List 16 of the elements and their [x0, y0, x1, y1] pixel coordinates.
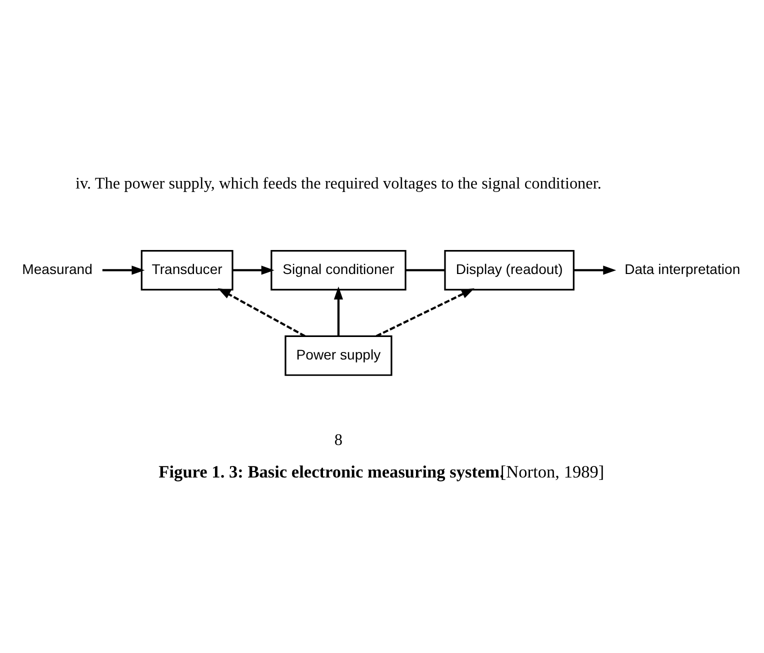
connector [406, 268, 445, 271]
arrow [218, 288, 306, 337]
arrow [574, 265, 616, 274]
arrow [334, 286, 344, 336]
caption: Figure 1. 3: Basic electronic measuring system.[Norton, 1989] [158, 462, 604, 482]
label: iv. The power supply, which feeds the required voltages to the signal conditioner. [76, 174, 602, 192]
arrow [376, 288, 474, 337]
node-text: Data interpretation [624, 260, 740, 276]
label: 8 [334, 430, 343, 448]
node-box: Signal conditioner [270, 249, 406, 290]
arrow [232, 265, 274, 274]
node-box: Transducer [140, 249, 234, 290]
arrow [102, 265, 145, 274]
node-box: Display (readout) [444, 249, 574, 290]
node-box: Power supply [284, 334, 392, 376]
node-text: Measurand [22, 260, 92, 276]
